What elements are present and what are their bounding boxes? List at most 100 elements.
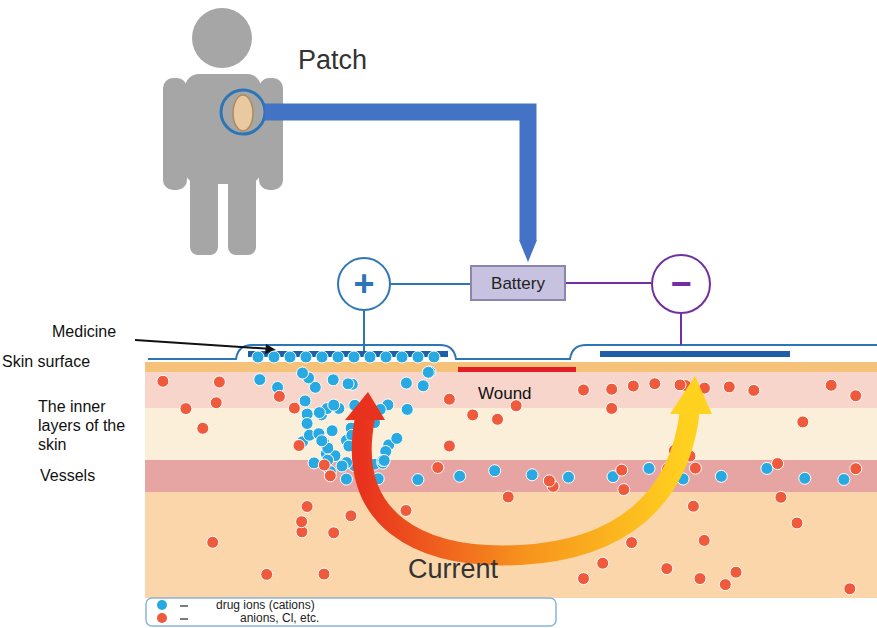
ion-dot xyxy=(606,383,618,395)
ion-dot xyxy=(268,351,280,363)
minus-terminal: − xyxy=(651,254,711,314)
ion-dot xyxy=(492,413,504,425)
cathode-wire xyxy=(680,314,682,345)
node-text: − xyxy=(670,266,691,302)
ion-dot xyxy=(578,573,590,585)
legend-box xyxy=(146,598,556,626)
ion-dot xyxy=(730,566,742,578)
ion-dot xyxy=(850,463,862,475)
ion-dot xyxy=(157,375,169,387)
ion-dot xyxy=(698,534,710,546)
patch-pointer xyxy=(265,112,528,240)
ion-dot xyxy=(252,351,264,363)
current-head-right xyxy=(670,376,712,414)
wire-line xyxy=(391,283,470,285)
figure-label: Wound xyxy=(478,384,532,404)
ion-dot xyxy=(719,579,731,591)
right-electrode xyxy=(600,351,790,357)
pointer-tip xyxy=(519,240,537,262)
ion-dot xyxy=(850,390,862,402)
ion-dot xyxy=(674,379,686,391)
ion-dot xyxy=(618,484,630,496)
ion-dot xyxy=(261,568,273,580)
ion-dot xyxy=(396,351,408,363)
ion-dot xyxy=(332,351,344,363)
ion-dot xyxy=(626,537,638,549)
ion-dot xyxy=(797,416,809,428)
ion-dot xyxy=(772,458,784,470)
ion-dot xyxy=(417,380,429,392)
ion-dot xyxy=(364,351,376,363)
ion-dot xyxy=(616,464,628,476)
ion-dot xyxy=(825,379,837,391)
wire-line xyxy=(566,282,651,284)
figure-label: Current xyxy=(408,553,498,585)
ion-dot xyxy=(318,459,330,471)
patch-on-arm xyxy=(221,90,265,134)
ion-dot xyxy=(213,376,225,388)
anode-wire xyxy=(363,311,365,351)
current-arrow xyxy=(362,410,690,555)
ion-dot xyxy=(328,527,340,539)
ion-dot xyxy=(273,390,285,402)
figure-label: Patch xyxy=(298,44,367,76)
ion-dot xyxy=(316,435,328,447)
ion-dot xyxy=(391,432,403,444)
ion-dot xyxy=(301,418,313,430)
ion-dot xyxy=(299,395,311,407)
ion-dot xyxy=(428,351,440,363)
ion-dot xyxy=(207,536,219,548)
ion-dot xyxy=(328,399,340,411)
ion-dot xyxy=(412,474,424,486)
wound-mark xyxy=(458,367,576,372)
ion-dot xyxy=(694,573,706,585)
ion-dot xyxy=(467,409,479,421)
ion-dot xyxy=(748,384,760,396)
figure-label: Skin surface xyxy=(2,352,90,371)
legend-dash xyxy=(180,605,188,606)
ion-dot xyxy=(422,366,434,378)
legend-swatch xyxy=(157,613,167,623)
ion-dot xyxy=(401,403,413,415)
ion-dot xyxy=(412,351,424,363)
figure-label: The inner layers of the skin xyxy=(38,397,142,455)
legend-swatch xyxy=(157,600,167,610)
legend-dash xyxy=(180,618,188,619)
medicine-leader xyxy=(135,340,272,349)
ion-dot xyxy=(326,425,338,437)
ion-dot xyxy=(761,462,773,474)
circuit-wire xyxy=(566,283,651,284)
battery-box: Battery xyxy=(470,265,566,301)
ion-dot xyxy=(649,378,661,390)
ion-dot xyxy=(454,470,466,482)
ion-dot xyxy=(336,460,348,472)
ion-dot xyxy=(313,407,325,419)
ion-dot xyxy=(661,563,673,575)
node-text: Battery xyxy=(491,275,545,292)
ion-dot xyxy=(799,472,811,484)
ion-dot xyxy=(340,473,352,485)
ion-dot xyxy=(254,374,266,386)
ion-dot xyxy=(432,462,444,474)
ion-dot xyxy=(380,351,392,363)
ion-dot xyxy=(400,505,412,517)
ion-dot xyxy=(844,583,856,595)
ion-dot xyxy=(197,422,209,434)
ion-dot xyxy=(791,517,803,529)
ion-dot xyxy=(296,516,308,528)
figure-label: Medicine xyxy=(52,322,116,341)
ion-dot xyxy=(210,397,222,409)
figure-label: Vessels xyxy=(40,466,95,485)
ion-dot xyxy=(489,465,501,477)
ion-dot xyxy=(300,351,312,363)
legend-text: drug ions (cations) xyxy=(216,598,315,612)
ion-dot xyxy=(327,374,339,386)
ion-dot xyxy=(563,471,575,483)
ion-dot xyxy=(342,378,354,390)
ion-dot xyxy=(301,501,313,513)
ion-dot xyxy=(526,469,538,481)
ion-dot xyxy=(606,402,618,414)
ion-dot xyxy=(378,455,390,467)
ion-dot xyxy=(293,440,305,452)
